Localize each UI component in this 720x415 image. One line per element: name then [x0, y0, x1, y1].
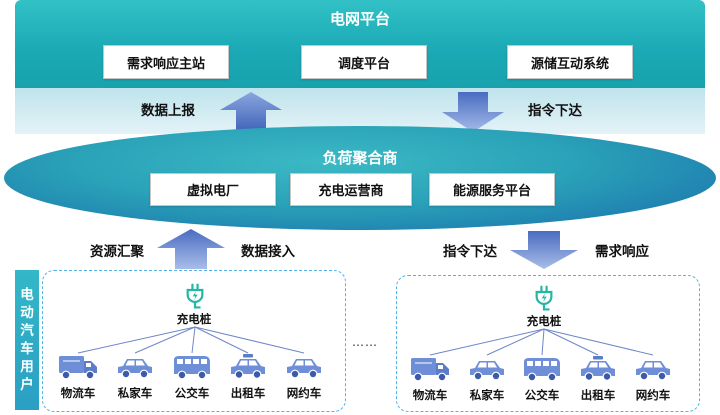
demand-response-station-box: 需求响应主站: [103, 45, 229, 79]
command-down-arrow-lower-icon: [510, 231, 578, 269]
car-icon: [115, 353, 155, 381]
demand-response-label: 需求响应: [595, 244, 649, 260]
grid-platform-title: 电网平台: [329, 10, 390, 28]
vehicle-label-private: 私家车: [469, 388, 505, 402]
car-icon: [467, 355, 507, 383]
virtual-power-plant-box: 虚拟电厂: [150, 173, 276, 206]
truck-icon: [58, 353, 98, 381]
vehicle-label-taxi: 出租车: [580, 388, 616, 402]
ev-users-label: 电 动 汽 车 用 户: [15, 270, 39, 410]
charging-station-label: 充电桩: [526, 314, 562, 328]
vehicle-label-private: 私家车: [117, 386, 153, 400]
charging-operator-box: 充电运营商: [290, 173, 412, 206]
taxi-icon: [578, 355, 618, 383]
vehicle-label-logistics: 物流车: [412, 388, 448, 402]
ev-users-char: 用: [20, 359, 34, 375]
data-access-label: 数据接入: [241, 244, 295, 260]
data-report-label: 数据上报: [141, 103, 195, 119]
ev-users-char: 电: [20, 287, 34, 303]
vehicle-label-taxi: 出租车: [230, 386, 266, 400]
source-storage-interaction-box: 源储互动系统: [507, 45, 633, 79]
connection-lines: [429, 328, 654, 356]
dispatch-platform-box: 调度平台: [301, 45, 427, 79]
ellipsis-text: ……: [352, 335, 378, 349]
vehicle-label-bus: 公交车: [524, 388, 560, 402]
vehicle-label-logistics: 物流车: [60, 386, 96, 400]
upload-arrow-icon: [220, 92, 282, 132]
connection-lines: [77, 326, 305, 354]
charging-station-label: 充电桩: [176, 312, 212, 326]
charging-cluster-right: [396, 275, 700, 412]
bus-icon: [522, 355, 562, 383]
energy-service-platform-box: 能源服务平台: [429, 173, 555, 206]
command-issue-label: 指令下达: [528, 103, 582, 119]
taxi-icon: [228, 353, 268, 381]
command-down-arrow-icon: [442, 92, 504, 132]
truck-icon: [410, 355, 450, 383]
vehicle-label-ride-hailing: 网约车: [635, 388, 671, 402]
aggregation-up-arrow-icon: [157, 229, 225, 269]
load-aggregator-title: 负荷聚合商: [322, 149, 398, 167]
charging-plug-icon: [533, 284, 555, 311]
charging-cluster-left: [42, 270, 346, 412]
vehicle-label-bus: 公交车: [174, 386, 210, 400]
resource-aggregation-label: 资源汇聚: [90, 244, 144, 260]
ev-users-char: 车: [20, 341, 34, 357]
charging-plug-icon: [184, 282, 206, 309]
ev-users-char: 户: [20, 377, 34, 393]
ev-users-char: 汽: [20, 323, 34, 339]
command-issue-label-lower: 指令下达: [443, 244, 497, 260]
car-icon: [284, 353, 324, 381]
bus-icon: [172, 353, 212, 381]
vehicle-label-ride-hailing: 网约车: [286, 386, 322, 400]
car-icon: [633, 355, 673, 383]
ev-users-char: 动: [20, 305, 34, 321]
